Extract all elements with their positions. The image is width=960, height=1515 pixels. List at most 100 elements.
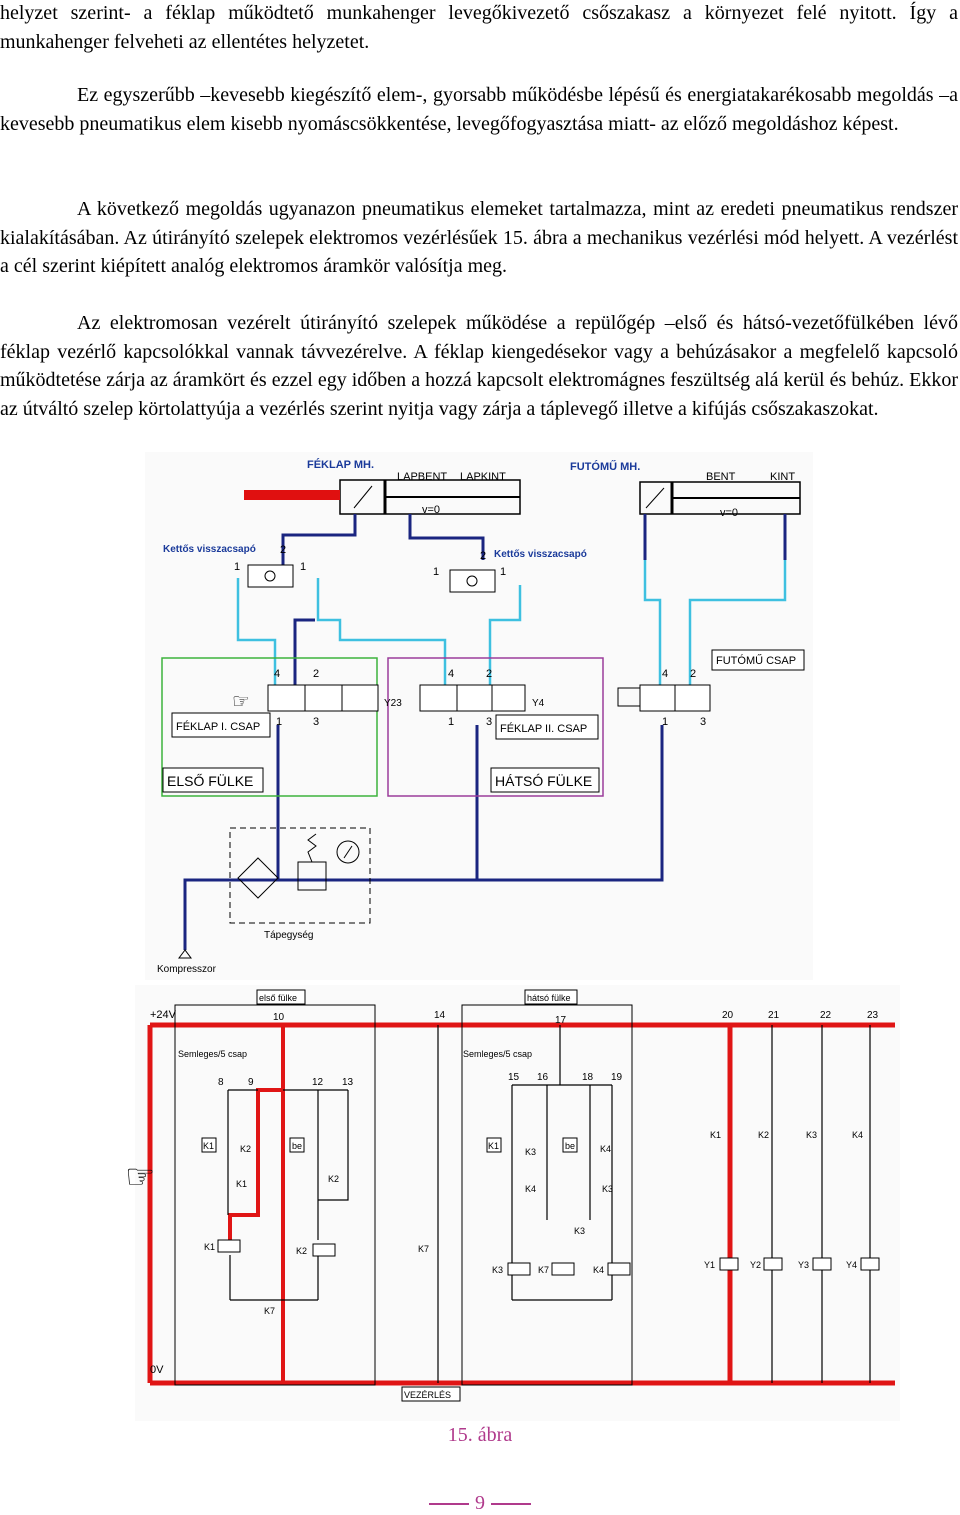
svg-text:K4: K4: [593, 1265, 604, 1275]
hatso-fulke-tag: hátsó fülke: [527, 993, 571, 1003]
v0-label-2: v=0: [720, 507, 738, 519]
feklap-mh-label: FÉKLAP MH.: [307, 458, 374, 471]
electric-diagram: +24V 0V első fülke hátsó fülke 10 14 17 …: [125, 989, 895, 1402]
svg-text:21: 21: [768, 1010, 780, 1021]
hatso-fulke-box: [387, 657, 604, 797]
svg-text:K3: K3: [574, 1226, 585, 1236]
y4-label: Y4: [532, 698, 545, 709]
elso-fulke-label: ELSŐ FÜLKE: [167, 772, 253, 789]
shuttle-valve-1: Kettős visszacsapó 2 1 1: [163, 544, 306, 588]
svg-text:K3: K3: [806, 1130, 817, 1140]
svg-text:4: 4: [448, 668, 454, 680]
svg-text:20: 20: [722, 1010, 734, 1021]
svg-text:13: 13: [342, 1077, 354, 1088]
feklap-cylinder: FÉKLAP MH. LAPBENT LAPKINT v=0: [244, 458, 521, 516]
pneumatic-diagram: FÉKLAP MH. LAPBENT LAPKINT v=0 FUTÓMŰ MH…: [157, 458, 805, 975]
svg-text:K7: K7: [418, 1244, 429, 1254]
svg-text:K4: K4: [600, 1144, 611, 1154]
svg-text:12: 12: [312, 1077, 324, 1088]
y23-label: Y23: [384, 698, 402, 709]
shuttle-valve-2: Kettős visszacsapó 2 1 1: [433, 549, 587, 593]
svg-text:2: 2: [690, 668, 696, 680]
svg-text:15: 15: [508, 1072, 520, 1083]
elso-fulke-panel: [174, 1004, 376, 1386]
svg-text:K2: K2: [240, 1144, 251, 1154]
svg-text:be: be: [292, 1141, 302, 1151]
futomu-cylinder: FUTÓMŰ MH. BENT KINT v=0: [570, 460, 801, 519]
svg-text:K7: K7: [538, 1265, 549, 1275]
svg-text:4: 4: [274, 668, 280, 680]
kettos-label-1: Kettős visszacsapó: [163, 544, 256, 555]
svg-text:K1: K1: [488, 1141, 499, 1151]
svg-text:Y1: Y1: [704, 1260, 715, 1270]
semleges-label-1: Semleges/5 csap: [178, 1049, 247, 1059]
paragraph-1: Ez egyszerűbb –kevesebb kiegészítő elem-…: [0, 84, 958, 135]
svg-text:be: be: [565, 1141, 575, 1151]
svg-text:K3: K3: [602, 1184, 613, 1194]
paragraph-2: A következő megoldás ugyanazon pneumatik…: [0, 198, 958, 277]
svg-text:K1: K1: [710, 1130, 721, 1140]
svg-text:3: 3: [486, 716, 492, 728]
v0-label-1: v=0: [422, 504, 440, 516]
svg-text:2: 2: [313, 668, 319, 680]
feklap2-csap-label: FÉKLAP II. CSAP: [500, 722, 587, 735]
hand-icon-valve: ☞: [232, 691, 250, 713]
svg-text:K3: K3: [525, 1147, 536, 1157]
svg-text:3: 3: [700, 716, 706, 728]
svg-text:2: 2: [486, 668, 492, 680]
svg-text:1: 1: [662, 716, 668, 728]
svg-text:K3: K3: [492, 1265, 503, 1275]
svg-text:K2: K2: [296, 1246, 307, 1256]
svg-text:Y2: Y2: [750, 1260, 761, 1270]
svg-text:K4: K4: [525, 1184, 536, 1194]
svg-text:1: 1: [433, 566, 439, 578]
svg-text:18: 18: [582, 1072, 594, 1083]
svg-text:Y4: Y4: [846, 1260, 857, 1270]
page-number: 9: [0, 1492, 960, 1515]
elso-fulke-box: [161, 657, 378, 797]
svg-text:17: 17: [555, 1015, 567, 1026]
svg-text:8: 8: [218, 1077, 224, 1088]
bent-label: BENT: [706, 471, 736, 483]
svg-text:16: 16: [537, 1072, 549, 1083]
v0-rail-label: 0V: [150, 1364, 164, 1376]
futomu-mh-label: FUTÓMŰ MH.: [570, 460, 640, 473]
valve-feklap-2: 4 2 1 3 Y4: [419, 668, 545, 728]
paragraph-3: Az elektromosan vezérelt útirányító szel…: [0, 312, 958, 420]
svg-text:2: 2: [280, 544, 286, 556]
kettos-label-2: Kettős visszacsapó: [494, 549, 587, 560]
svg-text:2: 2: [480, 550, 486, 562]
svg-text:1: 1: [276, 716, 282, 728]
elso-fulke-tag: első fülke: [259, 993, 297, 1003]
lapkint-label: LAPKINT: [460, 471, 506, 483]
svg-text:3: 3: [313, 716, 319, 728]
lapbent-label: LAPBENT: [397, 471, 447, 483]
svg-text:K2: K2: [328, 1174, 339, 1184]
kint-label: KINT: [770, 471, 795, 483]
v24-label: +24V: [150, 1009, 177, 1021]
svg-text:K1: K1: [236, 1179, 247, 1189]
tapegyseg-label: Tápegység: [264, 930, 313, 941]
hatso-fulke-panel: [461, 1004, 633, 1386]
svg-text:K7: K7: [264, 1306, 275, 1316]
paragraph-0: helyzet szerint- a féklap működtető munk…: [0, 2, 958, 53]
hatso-fulke-label: HÁTSÓ FÜLKE: [495, 772, 592, 789]
figure-caption: 15. ábra: [447, 1424, 513, 1446]
svg-text:22: 22: [820, 1010, 832, 1021]
valve-feklap-1: 4 2 1 3 Y23 ☞: [232, 668, 402, 728]
valve-futomu: 4 2 1 3: [617, 668, 711, 728]
svg-text:9: 9: [248, 1077, 254, 1088]
svg-text:1: 1: [448, 716, 454, 728]
svg-text:Y3: Y3: [798, 1260, 809, 1270]
svg-text:K1: K1: [204, 1242, 215, 1252]
svg-text:K4: K4: [852, 1130, 863, 1140]
futomu-csap-label: FUTÓMŰ CSAP: [716, 653, 796, 667]
svg-text:4: 4: [662, 668, 668, 680]
svg-text:1: 1: [500, 566, 506, 578]
svg-text:10: 10: [273, 1012, 285, 1023]
svg-text:K1: K1: [203, 1141, 214, 1151]
vezerles-label: VEZÉRLÉS: [404, 1390, 451, 1400]
supply-unit: Tápegység Kompresszor: [157, 827, 371, 975]
semleges-label-2: Semleges/5 csap: [463, 1049, 532, 1059]
